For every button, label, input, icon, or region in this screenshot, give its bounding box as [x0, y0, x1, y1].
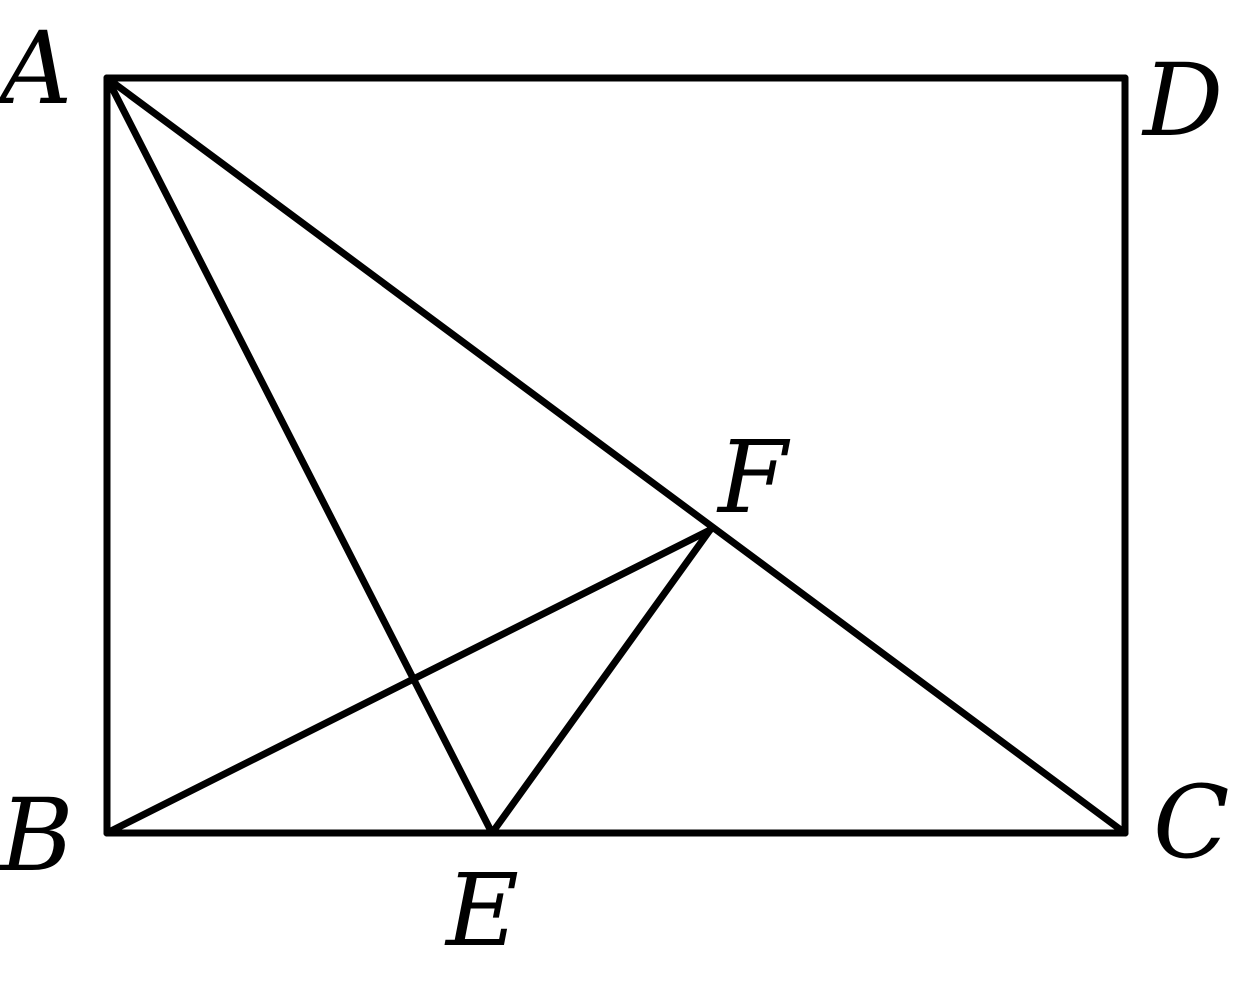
point-label-d: D	[1141, 42, 1223, 159]
segment-bf	[103, 526, 714, 837]
segment-ae	[103, 74, 496, 837]
point-label-c: C	[1153, 764, 1230, 881]
segment-layer	[103, 74, 1129, 837]
segment-ef	[488, 526, 714, 837]
segment-ac	[103, 74, 1129, 837]
point-label-f: F	[716, 419, 791, 536]
point-label-e: E	[444, 852, 519, 969]
point-label-b: B	[0, 777, 74, 894]
label-layer: A B C D E F	[0, 10, 1230, 969]
point-label-a: A	[0, 10, 72, 127]
